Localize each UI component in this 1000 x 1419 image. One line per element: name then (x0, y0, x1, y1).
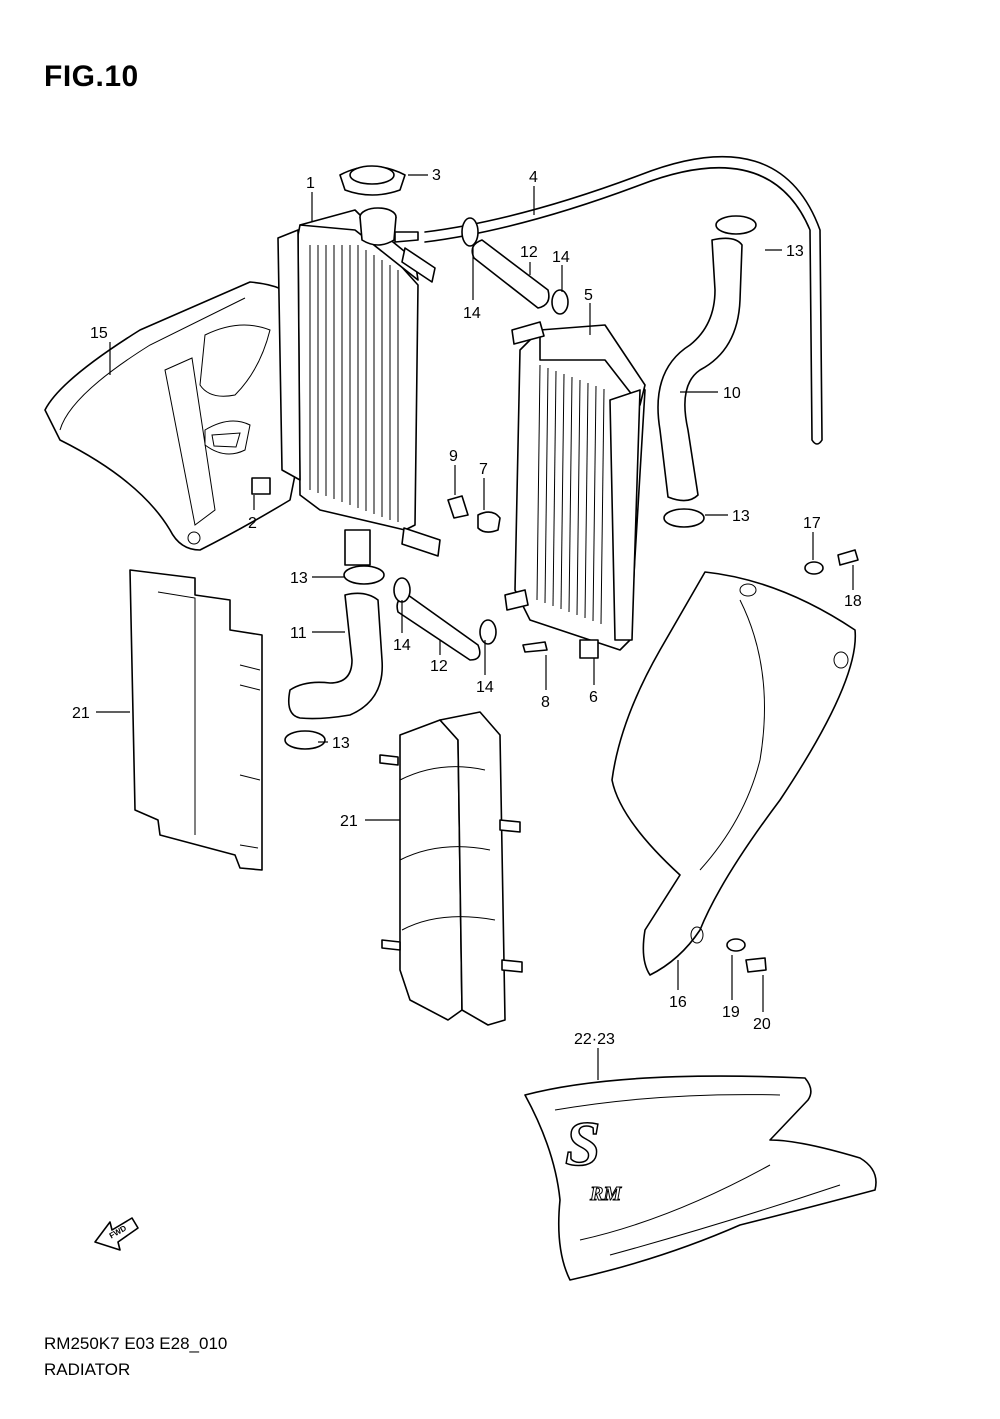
left-radiator (251, 207, 441, 566)
diagram-code: RM250K7 E03 E28_010 (44, 1334, 228, 1353)
callout-17: 17 (803, 515, 821, 532)
right-radiator (504, 321, 646, 659)
callout-14a: 14 (552, 249, 570, 266)
callout-14c: 14 (393, 637, 411, 654)
radiator-cap (339, 165, 406, 196)
callout-13b: 13 (732, 508, 750, 525)
callout-13a: 13 (786, 243, 804, 260)
overflow-hose (424, 155, 823, 445)
diagram-name: RADIATOR (44, 1360, 131, 1379)
callout-9: 9 (449, 448, 458, 465)
callout-12b: 12 (430, 658, 448, 675)
callout-18: 18 (844, 593, 862, 610)
left-radiator-shroud (44, 281, 301, 551)
callout-19: 19 (722, 1004, 740, 1021)
callout-14d: 14 (476, 679, 494, 696)
callout-11: 11 (290, 625, 307, 642)
callout-21b: 21 (340, 813, 358, 830)
upper-radiator-hose (657, 237, 743, 502)
callout-numbers: 1 2 3 4 5 6 7 8 9 10 11 12 12 13 13 13 1… (72, 167, 862, 1048)
right-radiator-shroud (611, 571, 857, 976)
callout-13d: 13 (332, 735, 350, 752)
callout-8: 8 (541, 694, 550, 711)
decal-rm-text: RM (589, 1183, 622, 1205)
decal-letter: S (565, 1108, 601, 1179)
callout-7: 7 (479, 461, 488, 478)
callout-4: 4 (529, 169, 538, 186)
callout-14b: 14 (463, 305, 481, 322)
callout-15: 15 (90, 325, 108, 342)
callout-16: 16 (669, 994, 687, 1011)
leader-lines (96, 174, 854, 1080)
lower-radiator-hose (287, 592, 383, 720)
radiator-guard-right (379, 711, 523, 1026)
small-hardware (447, 495, 859, 973)
callout-13c: 13 (290, 570, 308, 587)
callout-10: 10 (723, 385, 741, 402)
callout-2: 2 (248, 515, 257, 532)
callout-20: 20 (753, 1016, 771, 1033)
hose-clamps (284, 215, 757, 750)
radiator-guard-left (129, 569, 263, 871)
callout-12a: 12 (520, 244, 538, 261)
callout-3: 3 (432, 167, 441, 184)
callout-21a: 21 (72, 705, 90, 722)
callout-22-23: 22·23 (574, 1031, 615, 1048)
figure-title: FIG.10 (44, 60, 139, 93)
callout-1: 1 (306, 175, 315, 192)
fwd-arrow-icon: FWD (94, 1217, 139, 1251)
callout-6: 6 (589, 689, 598, 706)
shroud-decal: S RM (524, 1075, 877, 1281)
callout-5: 5 (584, 287, 593, 304)
